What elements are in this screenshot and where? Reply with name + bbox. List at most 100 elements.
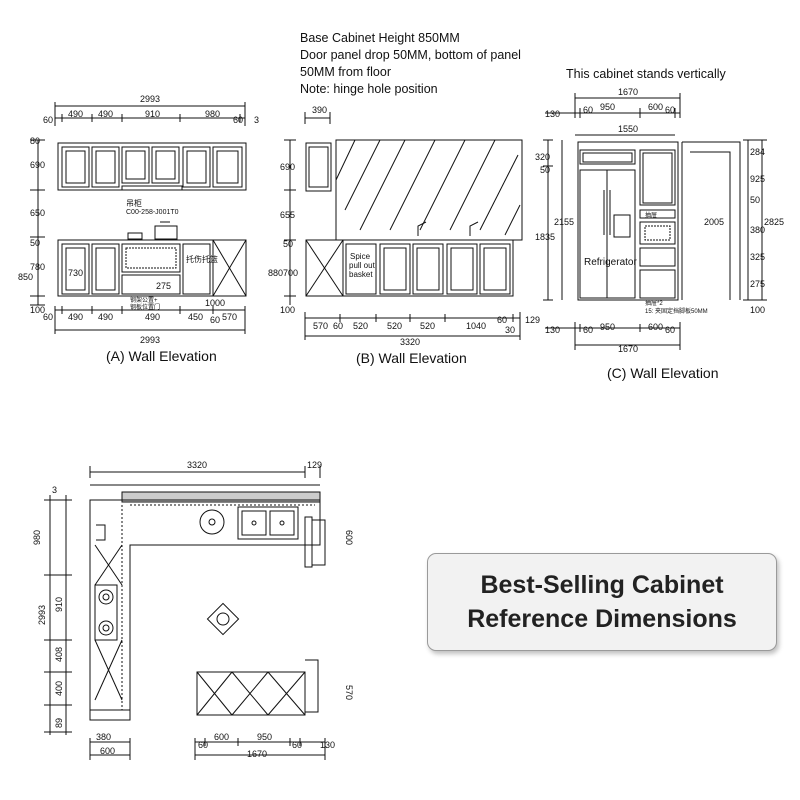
dim-plan-right: 600 — [344, 530, 354, 545]
dim-plan-right: 570 — [344, 685, 354, 700]
dim-a-top-total: 2993 — [140, 94, 160, 104]
dim-a-inner: 730 — [68, 268, 83, 278]
hood-label: C00-258-J001T0 — [126, 209, 179, 216]
dim-plan-top: 3 — [52, 485, 57, 495]
dim-a-left-total: 850 — [18, 272, 33, 282]
caption-c: (C) Wall Elevation — [607, 365, 719, 381]
dim-b-left: 655 — [280, 210, 295, 220]
dim-plan-left: 910 — [54, 597, 64, 612]
note-line: Base Cabinet Height 850MM — [300, 31, 460, 45]
dim-b-bottom: 60 — [497, 315, 507, 325]
dim-b-bottom: 570 — [313, 321, 328, 331]
dimension-labels: 2993 60 490 490 910 980 60 3 80 690 650 … — [18, 87, 784, 759]
dim-plan-bottom: 600 — [100, 746, 115, 756]
vertical-note: This cabinet stands vertically — [566, 67, 726, 81]
note-line: Door panel drop 50MM, bottom of panel — [300, 48, 521, 62]
hood-label: 吊柜 — [126, 198, 142, 208]
dim-a-left: 690 — [30, 160, 45, 170]
dim-b-left: 700 — [283, 268, 298, 278]
dim-plan-left-total: 2993 — [37, 605, 47, 625]
dim-plan-left: 408 — [54, 647, 64, 662]
dim-b-bottom: 1040 — [466, 321, 486, 331]
dim-a-bottom: 490 — [68, 312, 83, 322]
dim-a-top: 3 — [254, 115, 259, 125]
dim-c-left: 2155 — [554, 217, 574, 227]
callout-line: Best-Selling Cabinet — [480, 571, 724, 599]
dim-plan-island: 950 — [257, 732, 272, 742]
dim-c-top: 60 — [583, 105, 593, 115]
dim-c-bottom: 600 — [648, 322, 663, 332]
floor-plan — [44, 466, 326, 760]
dim-a-top: 910 — [145, 109, 160, 119]
note-line: Note: hinge hole position — [300, 82, 438, 96]
dim-c-bottom: 60 — [665, 325, 675, 335]
dim-c-right: 380 — [750, 225, 765, 235]
note-label: 钢架公置+ — [130, 296, 158, 304]
dim-a-bottom: 60 — [43, 312, 53, 322]
dim-plan-left: 400 — [54, 681, 64, 696]
elevation-c — [543, 93, 767, 350]
dim-a-extra: 1000 — [205, 298, 225, 308]
dim-c-left: 50 — [540, 165, 550, 175]
dim-a-left: 100 — [30, 305, 45, 315]
dim-a-bottom: 60 — [210, 315, 220, 325]
dim-c-top-total: 1670 — [618, 87, 638, 97]
dim-plan-island: 60 — [292, 740, 302, 750]
dim-plan-top: 129 — [307, 460, 322, 470]
spice-label: basket — [349, 270, 373, 279]
dim-b-bottom: 520 — [420, 321, 435, 331]
dim-c-right: 284 — [750, 147, 765, 157]
dim-a-bottom-total: 2993 — [140, 335, 160, 345]
dim-c-top: 130 — [545, 109, 560, 119]
caption-a: (A) Wall Elevation — [106, 348, 217, 364]
dim-a-bottom: 450 — [188, 312, 203, 322]
dim-a-left: 650 — [30, 208, 45, 218]
dim-c-bottom: 950 — [600, 322, 615, 332]
small-label: 抽屉*2 — [645, 299, 663, 307]
dim-b-bottom: 60 — [333, 321, 343, 331]
dim-b-top: 390 — [312, 105, 327, 115]
dim-c-bottom-total: 1670 — [618, 344, 638, 354]
dim-c-top: 600 — [648, 102, 663, 112]
dim-c-right: 325 — [750, 252, 765, 262]
dim-c-left: 1835 — [535, 232, 555, 242]
note-line: 50MM from floor — [300, 65, 391, 79]
dim-b-bottom: 520 — [353, 321, 368, 331]
dim-plan-bottom: 380 — [96, 732, 111, 742]
dim-a-top: 60 — [233, 115, 243, 125]
small-label: 抽屉 — [645, 211, 657, 219]
dim-a-top: 60 — [43, 115, 53, 125]
dim-a-top: 980 — [205, 109, 220, 119]
dim-a-inner: 275 — [156, 281, 171, 291]
title-callout: Best-Selling Cabinet Reference Dimension… — [427, 553, 777, 651]
spice-label: pull out — [349, 261, 376, 270]
dim-c-bottom: 130 — [545, 325, 560, 335]
callout-line: Reference Dimensions — [467, 605, 737, 633]
dim-c-top: 950 — [600, 102, 615, 112]
elevation-a — [30, 102, 247, 334]
dim-b-left-total: 880 — [268, 268, 283, 278]
dim-a-top: 490 — [68, 109, 83, 119]
dim-c-right-total: 2005 — [704, 217, 724, 227]
dim-c-right: 100 — [750, 305, 765, 315]
dim-c-right: 50 — [750, 195, 760, 205]
drawer-label: 托伤托篮 — [186, 254, 218, 264]
dim-b-left: 50 — [283, 239, 293, 249]
dim-b-bottom: 129 — [525, 315, 540, 325]
dim-b-left: 100 — [280, 305, 295, 315]
dim-plan-left: 89 — [54, 718, 64, 728]
dim-c-right: 275 — [750, 279, 765, 289]
dim-c-right: 925 — [750, 174, 765, 184]
note-label: 钢板位置门 — [130, 303, 160, 311]
dim-c-left: 320 — [535, 152, 550, 162]
dim-a-left: 780 — [30, 262, 45, 272]
elevation-b — [284, 112, 523, 340]
dim-plan-top-total: 3320 — [187, 460, 207, 470]
dim-c-width: 1550 — [618, 124, 638, 134]
dim-plan-left: 980 — [32, 530, 42, 545]
dim-a-bottom: 570 — [222, 312, 237, 322]
dim-plan-island: 130 — [320, 740, 335, 750]
dim-b-extra: 30 — [505, 325, 515, 335]
small-label: 15: 夹固定挡脚板50MM — [645, 307, 708, 315]
